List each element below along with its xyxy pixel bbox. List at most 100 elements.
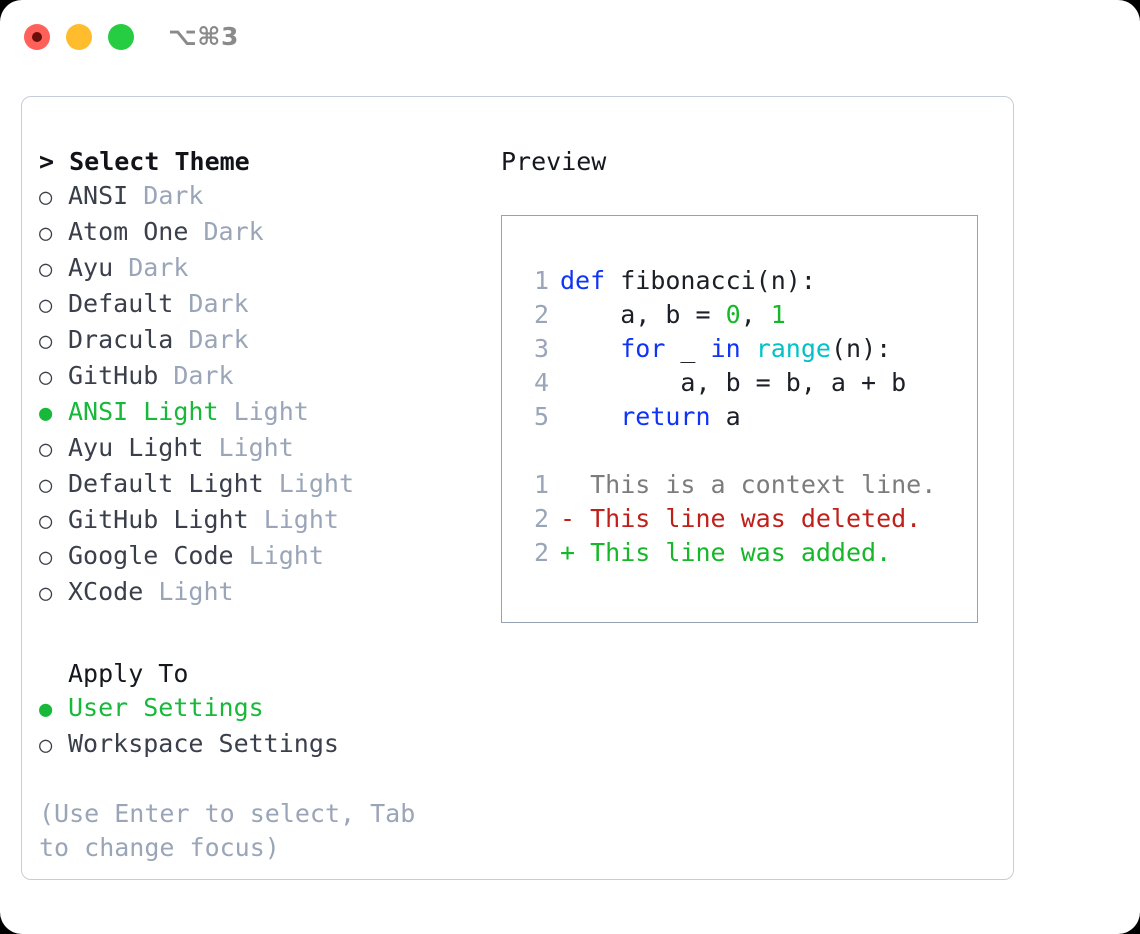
radio-unselected-icon[interactable]: ○ <box>39 365 53 390</box>
theme-option[interactable]: ○ XCode Light <box>39 575 479 611</box>
code-token: 0 <box>725 300 741 329</box>
radio-unselected-icon[interactable]: ○ <box>39 509 53 534</box>
theme-option-variant: Light <box>263 505 339 534</box>
code-line-text: a, b = 0, 1 <box>560 298 786 332</box>
theme-option[interactable]: ○Default Dark <box>39 287 479 323</box>
code-line-text: a, b = b, a + b <box>560 366 906 400</box>
theme-option-variant: Light <box>248 541 324 570</box>
radio-unselected-icon[interactable]: ○ <box>39 293 53 318</box>
maximize-button[interactable] <box>108 24 134 50</box>
theme-option-name: Ayu <box>68 253 114 282</box>
diff-body: This line was added. <box>590 538 892 567</box>
radio-unselected-icon[interactable]: ○ <box>39 473 53 498</box>
radio-unselected-icon[interactable]: ○ <box>39 329 53 354</box>
apply-to-option-name: Workspace Settings <box>68 729 339 758</box>
theme-option[interactable]: ● ANSI Light Light <box>39 395 479 431</box>
theme-option[interactable]: ○ Ayu Dark <box>39 251 479 287</box>
radio-unselected-icon[interactable]: ○ <box>39 733 53 758</box>
radio-selected-icon[interactable]: ● <box>39 697 53 722</box>
theme-option-variant: Dark <box>128 253 189 282</box>
theme-option-name: Dracula <box>68 325 174 354</box>
code-line: 5 return a <box>519 400 977 434</box>
keyboard-hint-text: (Use Enter to select, Tab to change focu… <box>39 799 416 862</box>
theme-option[interactable]: ○ Atom One Dark <box>39 215 479 251</box>
line-number: 2 <box>533 300 549 329</box>
diff-marker: + <box>560 538 591 567</box>
code-line: 3 for _ in range(n): <box>519 332 977 366</box>
theme-selection-column: > Select Theme ○ANSI Dark○Atom One Dark○… <box>39 145 479 865</box>
radio-selected-icon[interactable]: ● <box>39 401 53 426</box>
code-line-text: def fibonacci(n): <box>560 264 816 298</box>
code-token: a <box>710 402 741 431</box>
apply-to-option[interactable]: ○ Workspace Settings <box>39 727 479 763</box>
code-token: a, b = b, a + b <box>560 368 907 397</box>
diff-line-text: + This line was added. <box>560 536 891 570</box>
apply-to-option[interactable]: ● User Settings <box>39 691 479 727</box>
theme-option-name: ANSI Light <box>68 397 219 426</box>
code-token: fibonacci(n): <box>620 266 816 295</box>
select-theme-heading: > Select Theme <box>39 147 250 176</box>
code-token <box>741 334 756 363</box>
theme-option-name: Default Light <box>68 469 264 498</box>
theme-option-name: Atom One <box>68 217 189 246</box>
code-diff-separator <box>519 434 977 468</box>
radio-unselected-icon[interactable]: ○ <box>39 545 53 570</box>
code-line-text: return a <box>560 400 741 434</box>
code-line-text: for _ in range(n): <box>560 332 891 366</box>
theme-option-name: GitHub Light <box>68 505 249 534</box>
radio-unselected-icon[interactable]: ○ <box>39 221 53 246</box>
code-line: 2 a, b = 0, 1 <box>519 298 977 332</box>
theme-option-variant: Light <box>278 469 354 498</box>
theme-option-name: Ayu Light <box>68 433 204 462</box>
theme-option-variant: Light <box>158 577 234 606</box>
theme-option[interactable]: ○ Default Light Light <box>39 467 479 503</box>
theme-option[interactable]: ○ANSI Dark <box>39 179 479 215</box>
line-number: 4 <box>533 368 549 397</box>
theme-option-variant: Dark <box>173 361 234 390</box>
theme-option-variant: Light <box>233 397 309 426</box>
theme-option[interactable]: ○Google Code Light <box>39 539 479 575</box>
code-token: return <box>620 402 711 431</box>
diff-line-text: This is a context line. <box>560 468 936 502</box>
code-line: 4 a, b = b, a + b <box>519 366 977 400</box>
diff-body: This line was deleted. <box>590 504 922 533</box>
minimize-button[interactable] <box>66 24 92 50</box>
theme-option-name: Default <box>68 289 174 318</box>
theme-list[interactable]: ○ ANSI Dark ○ Atom One Dark ○ Ayu Dark ○ Defaul… <box>39 179 479 611</box>
line-number: 5 <box>533 402 549 431</box>
close-button[interactable] <box>24 24 50 50</box>
radio-unselected-icon[interactable]: ○ <box>39 257 53 282</box>
theme-option[interactable]: ○ GitHub Light Light <box>39 503 479 539</box>
radio-unselected-icon[interactable]: ○ <box>39 185 53 210</box>
theme-option-name: XCode <box>68 577 144 606</box>
theme-option[interactable]: ○ Dracula Dark <box>39 323 479 359</box>
theme-option-variant: Dark <box>188 325 249 354</box>
code-token: _ <box>665 334 711 363</box>
theme-picker-panel: > Select Theme ○ANSI Dark○Atom One Dark○… <box>21 96 1014 880</box>
theme-option-name: ANSI <box>68 181 129 210</box>
radio-unselected-icon[interactable]: ○ <box>39 437 53 462</box>
titlebar: ⌥⌘3 <box>0 0 1140 78</box>
diff-line: 2+ This line was added. <box>519 536 977 570</box>
theme-option[interactable]: ○ GitHub Dark <box>39 359 479 395</box>
line-number: 1 <box>533 266 549 295</box>
theme-option-name: GitHub <box>68 361 159 390</box>
line-number: 2 <box>533 504 549 533</box>
code-token: (n): <box>830 334 892 363</box>
radio-unselected-icon[interactable]: ○ <box>39 581 53 606</box>
diff-marker: - <box>560 504 591 533</box>
apply-to-option-name: User Settings <box>68 693 264 722</box>
diff-marker <box>560 470 590 499</box>
theme-option[interactable]: ○Ayu Light Light <box>39 431 479 467</box>
code-token: def <box>560 266 621 295</box>
apply-to-list[interactable]: ● User Settings ○ Workspace Settings <box>39 691 479 763</box>
theme-option-variant: Dark <box>203 217 264 246</box>
code-token <box>560 334 620 363</box>
preview-heading: Preview <box>501 147 607 176</box>
diff-body: This is a context line. <box>590 470 937 499</box>
code-token: in <box>710 334 741 363</box>
